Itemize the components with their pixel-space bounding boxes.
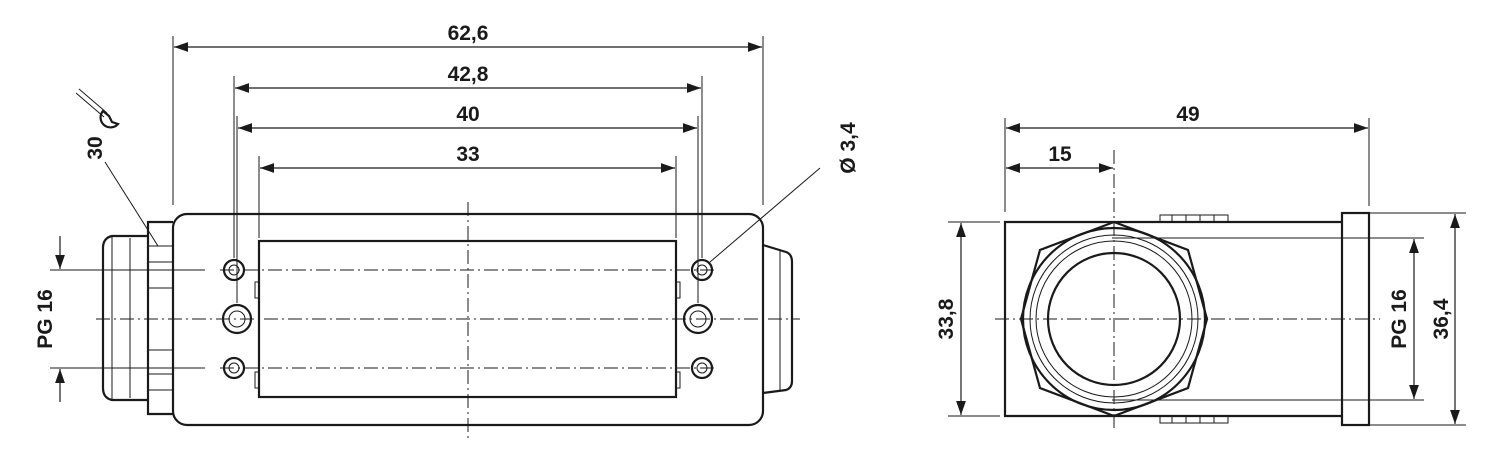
right-latch <box>762 243 794 395</box>
leader-wrench-size <box>104 161 159 247</box>
label-inner-hole-spacing: 40 <box>456 103 479 126</box>
label-body-height: 33,8 <box>935 298 958 339</box>
wrench-icon <box>75 88 120 129</box>
label-window-width: 33 <box>456 143 479 166</box>
label-gland-thread: PG 16 <box>34 289 57 349</box>
front-view: 62,6 42,8 40 33 Ø 3,4 30 PG 16 <box>34 22 860 442</box>
leader-hole-diameter <box>709 167 821 263</box>
label-side-overall-length: 49 <box>1176 103 1199 126</box>
label-hole-diameter: Ø 3,4 <box>837 122 860 174</box>
window-tab <box>675 371 681 389</box>
label-side-gland-thread: PG 16 <box>1388 289 1411 349</box>
cable-gland <box>101 220 173 416</box>
label-gland-offset: 15 <box>1048 143 1072 166</box>
label-wrench-size: 30 <box>84 136 107 159</box>
label-overall-length: 62,6 <box>448 22 489 45</box>
window-tab <box>675 281 681 299</box>
label-flange-height: 36,4 <box>1430 298 1453 339</box>
window-tab <box>254 281 260 299</box>
label-outer-hole-spacing: 42,8 <box>448 63 489 86</box>
side-view: 49 15 33,8 PG 16 36,4 <box>935 103 1466 428</box>
window-tab <box>254 371 260 389</box>
